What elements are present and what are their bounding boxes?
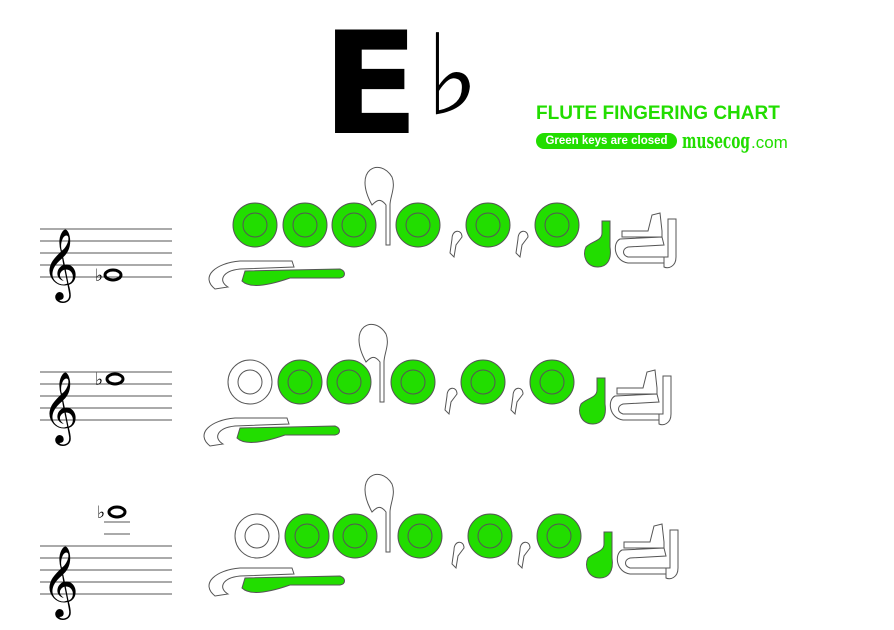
- thumb-key-b: [203, 417, 290, 447]
- trill-lever-1: [449, 230, 463, 259]
- key-rh3: [529, 359, 575, 405]
- key-rh2: [467, 513, 513, 559]
- brand-suffix: .com: [751, 133, 788, 152]
- key-diagram-middle: [203, 323, 672, 447]
- legend-badge: Green keys are closed: [536, 133, 677, 149]
- key-diagram-low: [208, 166, 677, 290]
- pinky-key-c: [616, 547, 667, 575]
- key-lh2: [284, 513, 330, 559]
- note-letter: E: [322, 2, 420, 167]
- fingering-row-middle: 𝄞 ♭: [0, 320, 894, 470]
- key-rh1: [397, 513, 443, 559]
- flat-symbol: ♭: [426, 11, 479, 141]
- accidental-flat: ♭: [97, 503, 105, 523]
- whole-note: [107, 505, 127, 519]
- trill-key: [358, 323, 388, 403]
- trill-key: [364, 166, 394, 246]
- key-rh3: [536, 513, 582, 559]
- thumb-key-b: [208, 567, 295, 597]
- trill-lever-1: [451, 541, 465, 570]
- treble-clef-icon: 𝄞: [42, 227, 79, 303]
- key-rh1: [390, 359, 436, 405]
- staff-lines: [40, 371, 172, 421]
- accidental-flat: ♭: [95, 370, 103, 390]
- chart-heading: FLUTE FINGERING CHART: [536, 103, 780, 124]
- brand-logo: musecog .com: [682, 128, 788, 153]
- thumb-key-bb: [241, 268, 345, 286]
- key-diagram-high: [208, 473, 679, 597]
- staff-high: 𝄞 ♭: [40, 503, 172, 620]
- ledger-lines: [104, 521, 130, 535]
- trill-lever-1: [444, 387, 458, 416]
- trill-lever-2: [510, 387, 524, 416]
- fingering-row-high: 𝄞 ♭: [0, 470, 894, 620]
- thumb-key-bb: [236, 425, 340, 443]
- pinky-key-b: [658, 375, 672, 426]
- brand-logo-text: musecog: [682, 128, 750, 153]
- staff-low: 𝄞 ♭: [40, 227, 172, 303]
- key-lh1: [234, 513, 280, 559]
- whole-note: [103, 268, 123, 282]
- key-lh3: [326, 359, 372, 405]
- pinky-key-eb: [584, 220, 611, 268]
- key-lh2: [282, 202, 328, 248]
- key-lh1: [227, 359, 273, 405]
- key-rh2: [465, 202, 511, 248]
- accidental-flat: ♭: [95, 266, 103, 286]
- trill-lever-2: [517, 541, 531, 570]
- trill-key: [364, 473, 394, 553]
- thumb-key-b: [208, 260, 295, 290]
- pinky-key-eb: [586, 531, 613, 579]
- pinky-key-cs: [621, 212, 663, 238]
- key-lh3: [331, 202, 377, 248]
- key-lh1: [232, 202, 278, 248]
- staff-lines: [40, 228, 172, 278]
- treble-clef-icon: 𝄞: [42, 544, 79, 620]
- key-rh1: [395, 202, 441, 248]
- key-lh3: [332, 513, 378, 559]
- key-rh2: [460, 359, 506, 405]
- pinky-key-cs: [623, 523, 665, 549]
- pinky-key-b: [663, 218, 677, 269]
- treble-clef-icon: 𝄞: [42, 370, 79, 446]
- pinky-key-b: [665, 529, 679, 580]
- staff-lines: [40, 545, 172, 595]
- pinky-key-cs: [616, 369, 658, 395]
- pinky-key-eb: [579, 377, 606, 425]
- pinky-key-c: [609, 393, 660, 421]
- key-rh3: [534, 202, 580, 248]
- whole-note: [105, 372, 125, 386]
- staff-middle: 𝄞 ♭: [40, 370, 172, 446]
- key-lh2: [277, 359, 323, 405]
- pinky-key-c: [614, 236, 665, 264]
- thumb-key-bb: [241, 575, 345, 593]
- trill-lever-2: [515, 230, 529, 259]
- fingering-row-low: 𝄞 ♭: [0, 157, 894, 307]
